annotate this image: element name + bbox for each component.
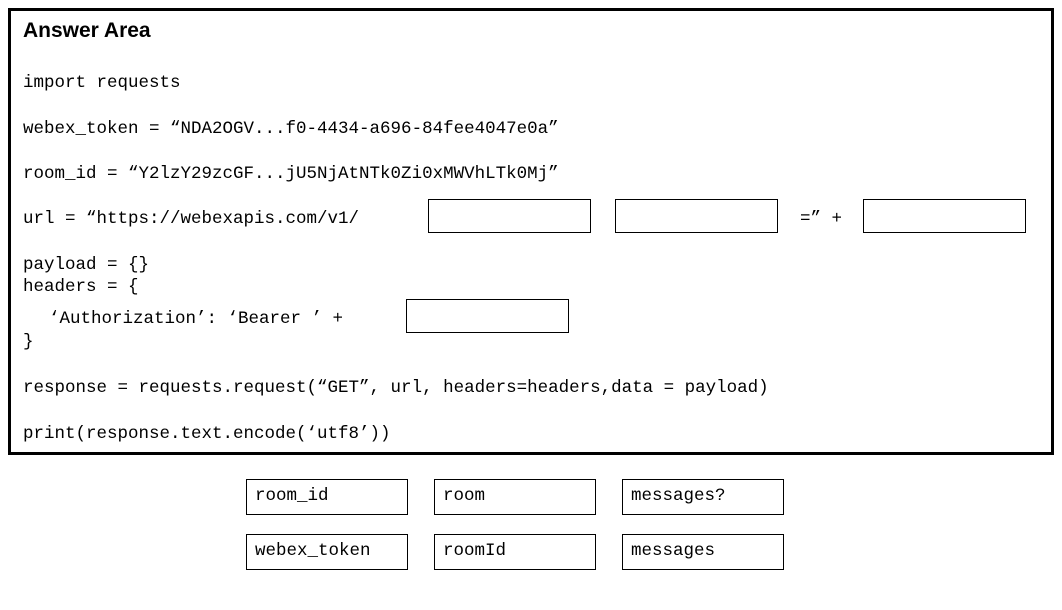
drop-slot-auth-token[interactable] — [406, 299, 569, 333]
drop-slot-url-query[interactable] — [615, 199, 778, 233]
token-room-id[interactable]: room_id — [246, 479, 408, 515]
drop-slot-url-path[interactable] — [428, 199, 591, 233]
code-line-auth: ‘Authorization’: ‘Bearer ’ + — [49, 309, 344, 329]
code-line-import: import requests — [23, 73, 181, 93]
token-webex-token[interactable]: webex_token — [246, 534, 408, 570]
token-room[interactable]: room — [434, 479, 596, 515]
code-line-token: webex_token = “NDA2OGV...f0-4434-a696-84… — [23, 119, 559, 139]
drop-slot-url-value[interactable] — [863, 199, 1026, 233]
code-line-headers-open: headers = { — [23, 277, 139, 297]
answer-area-title: Answer Area — [23, 19, 151, 42]
answer-area: Answer Area import requests webex_token … — [8, 8, 1054, 455]
token-messages[interactable]: messages — [622, 534, 784, 570]
code-line-response: response = requests.request(“GET”, url, … — [23, 378, 769, 398]
code-line-print: print(response.text.encode(‘utf8’)) — [23, 424, 391, 444]
code-line-url-prefix: url = “https://webexapis.com/v1/ — [23, 209, 360, 229]
token-messages-query[interactable]: messages? — [622, 479, 784, 515]
code-line-room: room_id = “Y2lzY29zcGF...jU5NjAtNTk0Zi0x… — [23, 164, 559, 184]
code-line-payload: payload = {} — [23, 255, 150, 275]
code-line-headers-close: } — [23, 332, 34, 352]
code-line-url-mid: =” + — [800, 209, 843, 229]
token-roomid[interactable]: roomId — [434, 534, 596, 570]
